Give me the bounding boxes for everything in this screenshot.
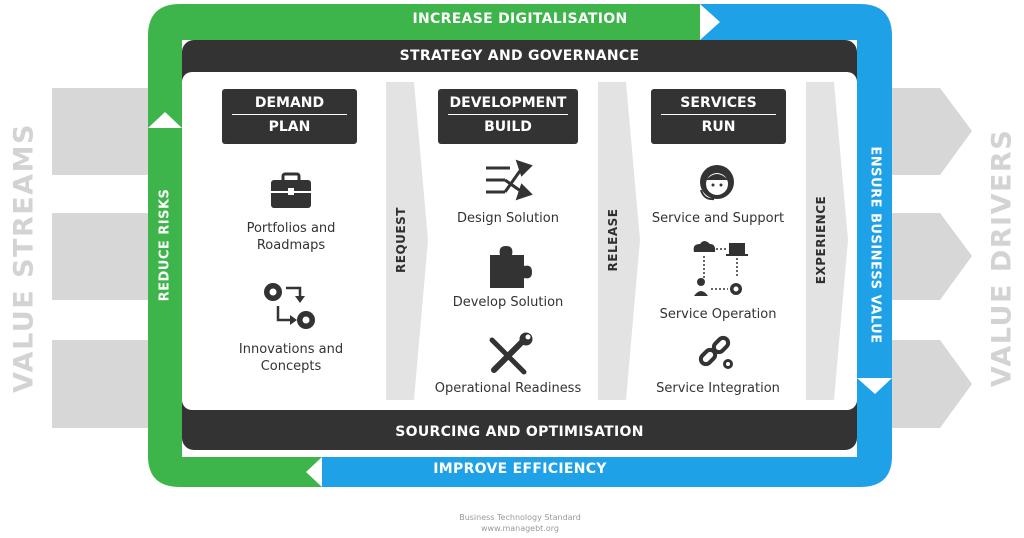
- item-service-support: Service and Support: [651, 211, 785, 226]
- phase-development-build: DEVELOPMENT BUILD: [438, 89, 578, 144]
- phase-divider: [448, 114, 568, 115]
- release-chevron: [598, 82, 640, 400]
- left-arrow-head: [148, 112, 182, 128]
- wrench-screwdriver-icon: [489, 332, 533, 375]
- phase-demand-plan: DEMAND PLAN: [222, 89, 357, 144]
- briefcase-icon: [271, 172, 311, 208]
- value-drivers-label: VALUE DRIVERS: [986, 128, 1018, 388]
- value-driver-arrows: [890, 88, 972, 428]
- bottom-arrow-head: [306, 457, 322, 487]
- phase-subtitle: PLAN: [268, 119, 311, 135]
- footer-title: Business Technology Standard: [459, 513, 581, 522]
- item-service-operation: Service Operation: [659, 307, 777, 322]
- chain-gear-icon: [698, 335, 733, 369]
- ensure-business-value-label: ENSURE BUSINESS VALUE: [867, 146, 883, 344]
- experience-label: EXPERIENCE: [814, 195, 828, 285]
- request-label: REQUEST: [394, 207, 408, 273]
- shuffle-arrows-icon: [486, 159, 533, 201]
- item-operational-readiness: Operational Readiness: [434, 381, 582, 396]
- phase-divider: [232, 114, 347, 115]
- top-arrow-head: [700, 4, 720, 40]
- phase-subtitle: BUILD: [484, 119, 532, 135]
- phase-divider: [661, 114, 776, 115]
- phase-title: SERVICES: [680, 95, 757, 111]
- phase-title: DEMAND: [254, 95, 325, 111]
- experience-chevron: [806, 82, 848, 400]
- footer-url: www.managebt.org: [481, 524, 559, 533]
- increase-digitalisation-label: INCREASE DIGITALISATION: [412, 11, 628, 27]
- request-chevron: [386, 82, 428, 400]
- item-portfolios-roadmaps: Portfolios and Roadmaps: [246, 221, 336, 253]
- phase-title: DEVELOPMENT: [449, 95, 567, 111]
- improve-efficiency-label: IMPROVE EFFICIENCY: [433, 461, 607, 477]
- phase-services-run: SERVICES RUN: [651, 89, 786, 144]
- item-service-integration: Service Integration: [656, 381, 780, 396]
- reduce-risks-label: REDUCE RISKS: [157, 188, 173, 302]
- item-innovations-concepts: Innovations and Concepts: [238, 342, 344, 374]
- value-stream-arrows: [52, 88, 150, 428]
- headset-agent-icon: [700, 165, 734, 201]
- puzzle-piece-icon: [490, 246, 532, 288]
- item-design-solution: Design Solution: [457, 211, 559, 226]
- content-panel: [182, 72, 857, 410]
- footer: Business Technology Standard www.manageb…: [420, 512, 620, 534]
- network-operation-icon: [693, 241, 748, 296]
- phase-subtitle: RUN: [701, 119, 736, 135]
- sourcing-optimisation-label: SOURCING AND OPTIMISATION: [395, 424, 644, 440]
- gears-icon: [264, 283, 315, 329]
- value-streams-label: VALUE STREAMS: [8, 123, 40, 393]
- item-develop-solution: Develop Solution: [452, 295, 564, 310]
- release-label: RELEASE: [606, 208, 620, 272]
- right-arrow-head: [857, 378, 892, 394]
- strategy-governance-label: STRATEGY AND GOVERNANCE: [399, 48, 640, 64]
